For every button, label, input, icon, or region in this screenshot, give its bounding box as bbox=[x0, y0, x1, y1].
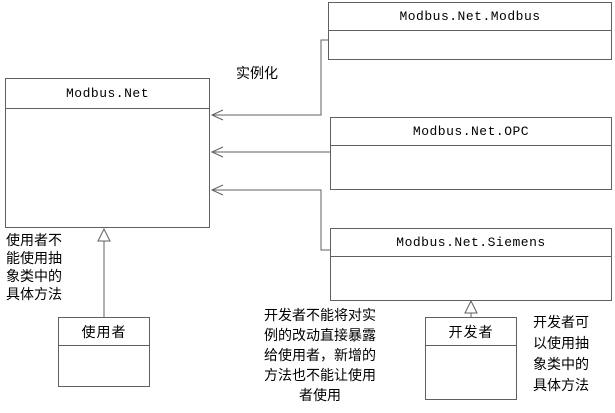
arrowhead-user-to-core bbox=[97, 227, 111, 242]
class-body-modbus-net-opc bbox=[331, 146, 611, 189]
arrowhead-modbus-to-core bbox=[210, 109, 224, 121]
actor-body-user bbox=[59, 346, 149, 386]
edge-siemens-to-core bbox=[213, 189, 330, 251]
actor-box-developer: 开发者 bbox=[425, 317, 517, 400]
class-box-modbus-net: Modbus.Net bbox=[5, 78, 210, 228]
class-box-modbus-net-siemens: Modbus.Net.Siemens bbox=[330, 228, 612, 301]
actor-box-user: 使用者 bbox=[58, 317, 150, 387]
edge-label-instantiate: 实例化 bbox=[236, 66, 278, 82]
class-title-modbus-net-opc: Modbus.Net.OPC bbox=[331, 118, 611, 146]
class-body-modbus-net-siemens bbox=[331, 257, 611, 300]
class-title-modbus-net: Modbus.Net bbox=[6, 79, 209, 109]
actor-body-developer bbox=[426, 346, 516, 399]
class-title-modbus-net-modbus: Modbus.Net.Modbus bbox=[329, 3, 611, 31]
actor-title-user: 使用者 bbox=[59, 318, 149, 346]
note-developer-restriction: 开发者不能将对实 例的改动直接暴露 给使用者，新增的 方法也不能让使用 者使用 bbox=[264, 308, 376, 404]
class-title-modbus-net-siemens: Modbus.Net.Siemens bbox=[331, 229, 611, 257]
arrowhead-developer-to-siemens bbox=[464, 299, 478, 314]
note-developer-permission: 开发者可 以使用抽 象类中的 具体方法 bbox=[533, 315, 589, 394]
arrowhead-siemens-to-core bbox=[210, 184, 224, 196]
note-user-restriction: 使用者不 能使用抽 象类中的 具体方法 bbox=[6, 233, 62, 303]
class-box-modbus-net-opc: Modbus.Net.OPC bbox=[330, 117, 612, 190]
class-box-modbus-net-modbus: Modbus.Net.Modbus bbox=[328, 2, 612, 60]
class-body-modbus-net-modbus bbox=[329, 31, 611, 59]
actor-title-developer: 开发者 bbox=[426, 318, 516, 346]
arrowhead-opc-to-core bbox=[210, 146, 224, 158]
class-body-modbus-net bbox=[6, 109, 209, 227]
